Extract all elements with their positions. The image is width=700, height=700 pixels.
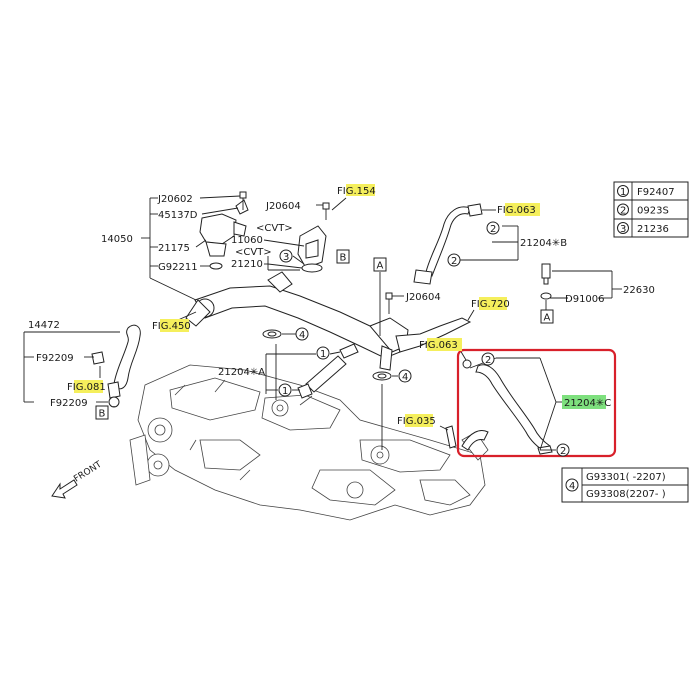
callout-3a: 3 [283, 252, 289, 263]
legend-top-code-2: 0923S [637, 206, 669, 217]
legend-top-num-1: 1 [620, 187, 626, 198]
hose-14472 [107, 324, 141, 399]
label-fig154: FIG.154 [337, 186, 376, 197]
pipe-fig035 [445, 425, 489, 451]
label-22630: 22630 [623, 285, 655, 296]
label-fig035: FIG.035 [397, 416, 436, 427]
label-cvt-top: <CVT> [256, 223, 293, 234]
label-cvt-mid: <CVT> [235, 247, 272, 258]
legend-bottom-row-1: G93301( -2207) [586, 472, 666, 483]
legend-top-code-1: F92407 [637, 187, 675, 198]
callout-1b: 1 [282, 386, 288, 397]
legend-top-code-3: 21236 [637, 224, 669, 235]
legend-top: 1 F92407 2 0923S 3 21236 [613, 181, 689, 238]
label-j20604-mid: J20604 [405, 292, 441, 303]
box-a-right: A [544, 313, 551, 324]
sensor-22630 [540, 263, 552, 300]
leader-lines [23, 195, 622, 451]
label-14472: 14472 [28, 320, 60, 331]
label-j20604-top: J20604 [265, 201, 301, 212]
label-fig720: FIG.720 [471, 299, 510, 310]
callout-2c: 2 [485, 355, 491, 366]
label-14050: 14050 [101, 234, 133, 245]
label-f92209-a: F92209 [36, 353, 74, 364]
legend-bottom-row-2: G93308(2207- ) [586, 489, 666, 500]
label-fig063-mid: FIG.063 [419, 340, 458, 351]
callout-1a: 1 [320, 349, 326, 360]
callout-4a: 4 [299, 330, 305, 341]
bolt-j20604-mid [385, 292, 393, 314]
legend-top-num-2: 2 [620, 206, 626, 217]
callout-2d: 2 [560, 446, 566, 457]
engine-block [129, 364, 489, 521]
label-11060: 11060 [231, 235, 263, 246]
front-arrow-icon [51, 479, 78, 499]
label-fig063-top: FIG.063 [497, 205, 536, 216]
label-j20602: J20602 [157, 194, 193, 205]
box-b-left: B [99, 409, 106, 420]
label-21210: 21210 [231, 259, 263, 270]
front-label: FRONT [72, 460, 104, 485]
o-ring-4 [262, 329, 392, 381]
ref-boxes: A A B B [95, 249, 554, 420]
hose-21204a [297, 343, 359, 399]
valve-21175 [199, 199, 249, 270]
label-fig081: FIG.081 [67, 382, 106, 393]
coolant-pipe-14050 [185, 271, 472, 371]
hose-21204b [413, 203, 483, 285]
box-b-mid: B [340, 253, 347, 264]
label-21175: 21175 [158, 243, 190, 254]
bolt-j20604-top [322, 202, 330, 220]
legend-bottom: 4 G93301( -2207) G93308(2207- ) [561, 467, 689, 503]
highlight-frame [456, 348, 617, 458]
label-45137d: 45137D [158, 210, 198, 221]
callout-2b: 2 [451, 256, 457, 267]
label-21204c: 21204✳C [564, 398, 611, 409]
front-indicator: FRONT [51, 460, 104, 499]
o-ring-3 [301, 263, 323, 273]
box-a-top: A [377, 261, 384, 272]
label-g92211: G92211 [158, 262, 198, 273]
label-d91006: D91006 [565, 294, 605, 305]
clamp-f92209 [91, 351, 120, 408]
callout-4b: 4 [402, 372, 408, 383]
callout-2a: 2 [490, 224, 496, 235]
thermostat-housing-11060 [297, 225, 327, 269]
label-21204b: 21204✳B [520, 238, 567, 249]
callout-circles: 1 1 2 2 2 2 3 4 4 [278, 221, 570, 457]
label-21204a: 21204✳A [218, 367, 265, 378]
highlight-rects [74, 184, 606, 427]
legend-top-num-3: 3 [620, 224, 626, 235]
part-labels: J20602 45137D 14050 21175 G92211 J20604 … [28, 186, 655, 427]
label-fig450: FIG.450 [152, 321, 191, 332]
label-f92209-b: F92209 [50, 398, 88, 409]
legend-bottom-num: 4 [569, 481, 575, 492]
bolt-j20602 [239, 191, 247, 210]
